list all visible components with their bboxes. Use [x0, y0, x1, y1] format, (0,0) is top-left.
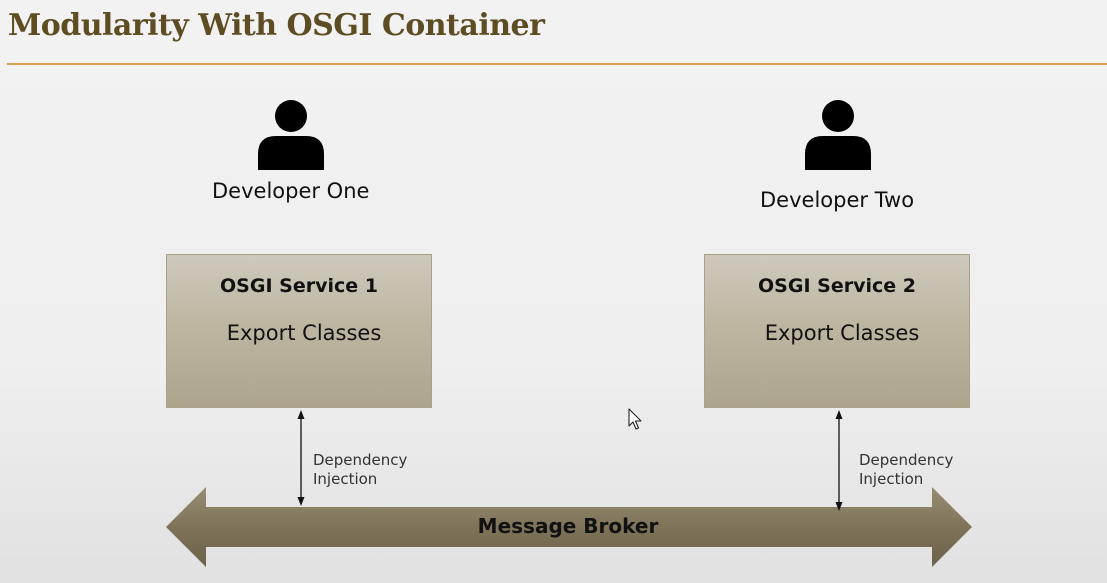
slide-title: Modularity With OSGI Container [8, 8, 545, 43]
label-line: Injection [859, 470, 924, 488]
label-line: Injection [313, 470, 378, 488]
title-underline [7, 63, 1107, 65]
service-subtitle: Export Classes [226, 321, 382, 345]
message-broker-arrow [166, 487, 972, 567]
dependency-arrow-right [835, 410, 843, 511]
developer-two-label: Developer Two [760, 188, 915, 212]
service-subtitle: Export Classes [764, 321, 920, 345]
mouse-cursor-icon [628, 408, 642, 430]
service-title: OSGI Service 2 [758, 275, 916, 297]
osgi-service-1-box: OSGI Service 1 Export Classes [166, 254, 432, 408]
dependency-injection-label-left: Dependency Injection [313, 451, 407, 489]
dependency-injection-label-right: Dependency Injection [859, 451, 953, 489]
osgi-service-2-box: OSGI Service 2 Export Classes [704, 254, 970, 408]
developer-one-label: Developer One [212, 179, 370, 203]
label-line: Dependency [313, 451, 408, 469]
service-title: OSGI Service 1 [220, 275, 378, 297]
dependency-arrow-left [297, 410, 305, 506]
message-broker-label: Message Broker [477, 514, 659, 538]
person-icon [805, 100, 871, 170]
person-icon [258, 100, 324, 170]
label-line: Dependency [859, 451, 954, 469]
